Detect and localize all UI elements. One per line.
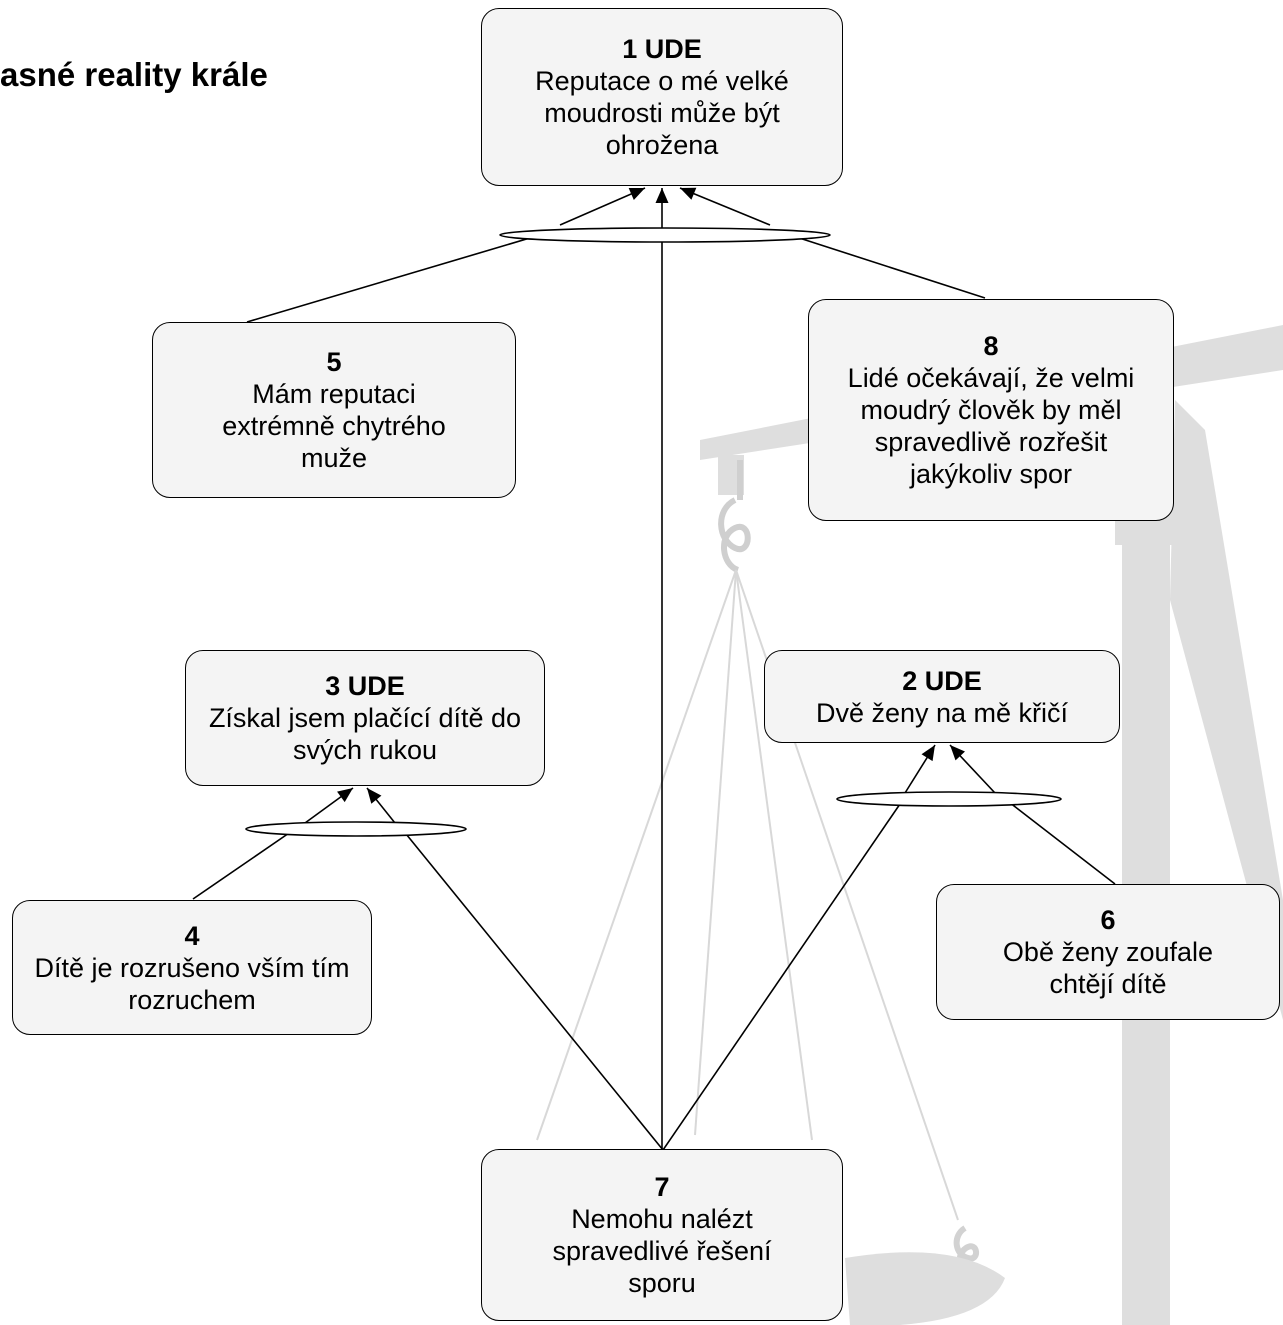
node-7-text: Nemohu nalézt spravedlivé řešení sporu: [552, 1204, 772, 1298]
edge-7-to-1-arrowhead: [655, 188, 669, 203]
and-connector-1: [499, 227, 831, 243]
scale-pan: [845, 1252, 1005, 1325]
node-2-id: 2 UDE: [902, 665, 982, 696]
and-connector-3: [245, 821, 467, 837]
node-1-id: 1 UDE: [622, 34, 702, 64]
edge-7-to-and3: [401, 828, 664, 1151]
node-3-text: Získal jsem plačící dítě do svých rukou: [208, 703, 522, 765]
node-2: 2 UDE Dvě ženy na mě křičí: [764, 650, 1120, 743]
node-7-id: 7: [654, 1172, 670, 1202]
scale-chain: [694, 569, 737, 1136]
scale-chain: [536, 569, 737, 1141]
node-4-id: 4: [184, 920, 200, 951]
node-8: 8 Lidé očekávají, že velmi moudrý člověk…: [808, 299, 1174, 521]
node-8-id: 8: [983, 331, 999, 361]
node-6-id: 6: [1100, 905, 1116, 935]
node-1-text: Reputace o mé velké moudrosti může být o…: [535, 66, 789, 160]
edge-and2-right-to-2-arrowhead: [950, 745, 966, 761]
scale-right-support: [1170, 400, 1283, 1020]
edge-and1-left-to-1-line: [559, 187, 646, 226]
node-5-id: 5: [326, 347, 342, 377]
edge-6-to-and2: [1004, 798, 1116, 885]
node-6-text: Obě ženy zoufale chtějí dítě: [1002, 937, 1214, 999]
edge-7-to-and2: [662, 803, 901, 1151]
node-4-text: Dítě je rozrušeno vším tím rozruchem: [34, 952, 350, 1015]
edge-5-to-and1: [246, 234, 541, 323]
node-8-text: Lidé očekávají, že velmi moudrý člověk b…: [847, 363, 1135, 489]
edge-8-to-and1: [789, 234, 986, 299]
edge-and1-right-to-1-line: [679, 187, 771, 226]
node-5: 5 Mám reputaci extrémně chytrého muže: [152, 322, 516, 498]
node-6: 6 Obě ženy zoufale chtějí dítě: [936, 884, 1280, 1020]
node-2-text: Dvě ženy na mě křičí: [815, 697, 1069, 728]
edge-and2-left-to-2-arrowhead: [921, 745, 935, 762]
node-7: 7 Nemohu nalézt spravedlivé řešení sporu: [481, 1149, 843, 1321]
edge-and3-left-to-3-arrowhead: [337, 788, 353, 803]
node-5-text: Mám reputaci extrémně chytrého muže: [222, 379, 446, 473]
edge-and3-right-to-3-arrowhead: [367, 788, 382, 804]
scale-chain: [735, 569, 813, 1141]
node-1: 1 UDE Reputace o mé velké moudrosti může…: [481, 8, 843, 186]
edge-and1-right-to-1-arrowhead: [680, 187, 697, 200]
scale-hook-top: [718, 497, 751, 573]
and-connector-2: [836, 791, 1062, 807]
node-3: 3 UDE Získal jsem plačící dítě do svých …: [185, 650, 545, 786]
page-title: asné reality krále: [0, 56, 268, 93]
edge-4-to-and3: [192, 830, 293, 900]
node-4: 4 Dítě je rozrušeno vším tím rozruchem: [12, 900, 372, 1035]
edge-and1-left-to-1-arrowhead: [628, 188, 645, 200]
node-3-id: 3 UDE: [325, 671, 405, 701]
